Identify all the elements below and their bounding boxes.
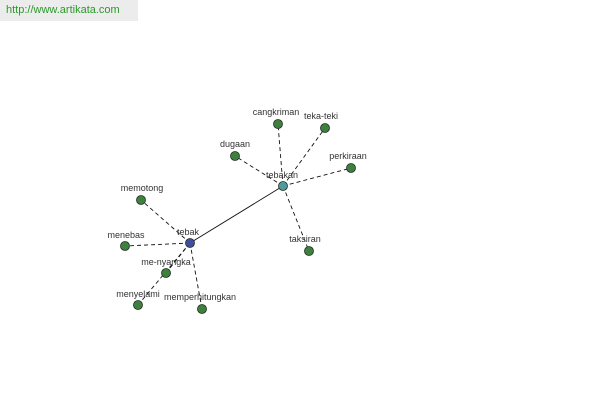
node-tebakan[interactable] (278, 181, 288, 191)
node-label-taksiran: taksiran (289, 234, 321, 244)
node-menyelami[interactable] (133, 300, 143, 310)
node-label-perkiraan: perkiraan (329, 151, 367, 161)
node-memotong[interactable] (136, 195, 146, 205)
node-layer (120, 119, 356, 314)
node-cangkriman[interactable] (273, 119, 283, 129)
node-label-dugaan: dugaan (220, 139, 250, 149)
node-label-teka-teki: teka-teki (304, 111, 338, 121)
edge-tebak-tebakan (189, 185, 284, 244)
edge-tebak-menebas (124, 242, 191, 247)
node-label-cangkriman: cangkriman (253, 107, 300, 117)
edge-tebakan-cangkriman (277, 123, 284, 187)
node-label-memperhitungkan: memperhitungkan (164, 292, 236, 302)
node-label-memotong: memotong (121, 183, 164, 193)
edge-tebakan-teka-teki (282, 127, 326, 187)
edge-layer (124, 123, 352, 310)
node-label-menyelami: menyelami (116, 289, 160, 299)
node-menebas[interactable] (120, 241, 130, 251)
node-dugaan[interactable] (230, 151, 240, 161)
label-layer: tebak tebakan memotong menebas me-nyangka men… (107, 107, 366, 302)
node-label-tebak: tebak (177, 227, 200, 237)
edge-tebakan-perkiraan (282, 167, 352, 187)
node-memperhitungkan[interactable] (197, 304, 207, 314)
node-label-menebas: menebas (107, 230, 145, 240)
edge-tebakan-taksiran (282, 185, 310, 252)
node-me-nyangka[interactable] (161, 268, 171, 278)
source-url-banner[interactable]: http://www.artikata.com (0, 0, 138, 21)
node-perkiraan[interactable] (346, 163, 356, 173)
node-taksiran[interactable] (304, 246, 314, 256)
node-teka-teki[interactable] (320, 123, 330, 133)
node-label-tebakan: tebakan (266, 170, 298, 180)
node-tebak[interactable] (185, 238, 195, 248)
edge-tebakan-dugaan (234, 155, 284, 187)
node-label-me-nyangka: me-nyangka (141, 257, 191, 267)
edge-tebak-memotong (140, 199, 191, 244)
